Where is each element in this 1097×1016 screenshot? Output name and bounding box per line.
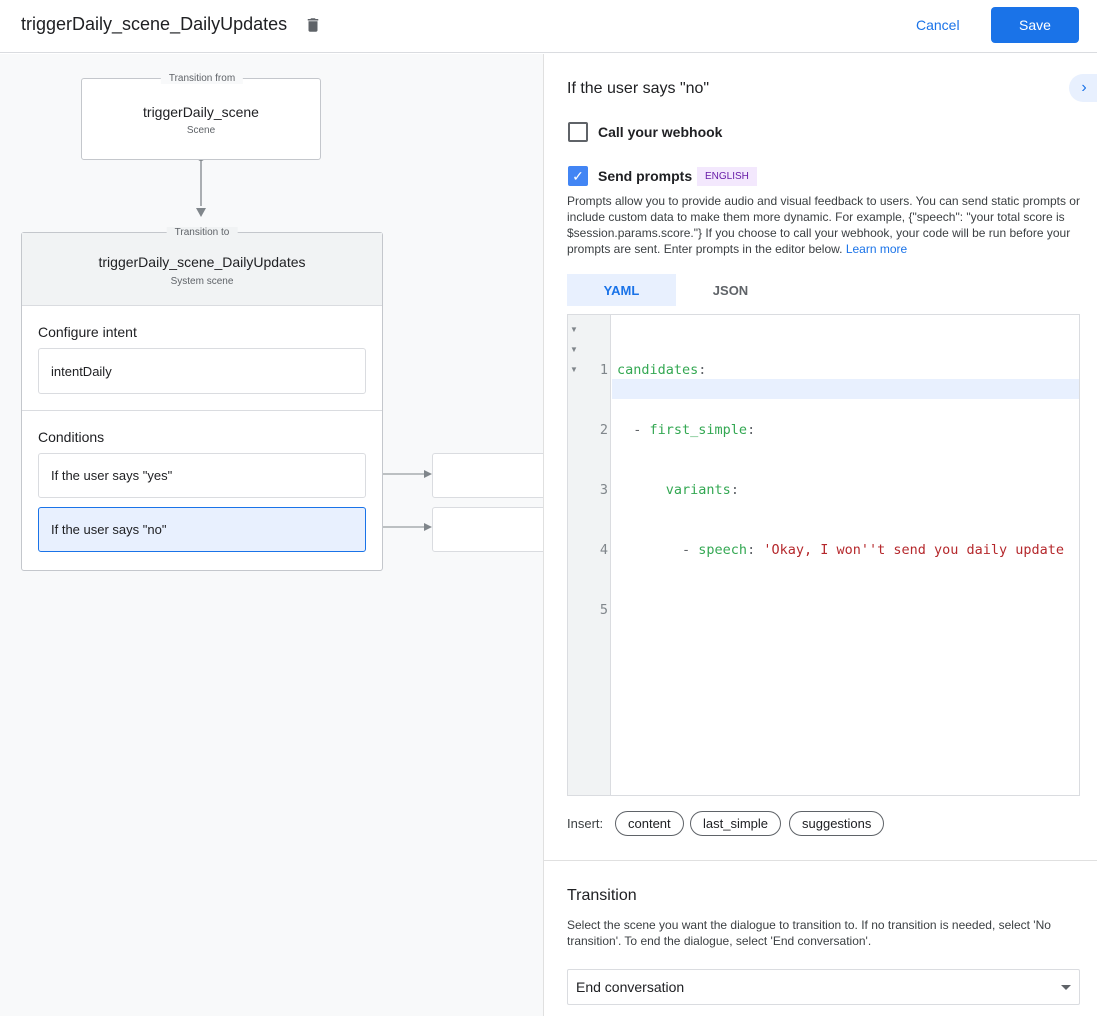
- line-number: 3: [599, 482, 608, 498]
- transition-from-legend: Transition from: [160, 73, 244, 84]
- condition-yes[interactable]: If the user says "yes": [38, 453, 366, 498]
- page-title: triggerDaily_scene_DailyUpdates: [21, 14, 288, 34]
- line-number: 2: [599, 422, 608, 438]
- to-scene-name: triggerDaily_scene_DailyUpdates: [98, 254, 306, 270]
- send-prompts-checkbox[interactable]: ✓: [568, 166, 588, 186]
- transition-to-card: Transition to triggerDaily_scene_DailyUp…: [21, 227, 383, 571]
- send-prompts-label: Send prompts: [598, 168, 693, 184]
- condition-panel: › If the user says "no" Call your webhoo…: [543, 54, 1097, 1016]
- tab-yaml[interactable]: YAML: [567, 274, 676, 306]
- transition-description: Select the scene you want the dialogue t…: [567, 918, 1051, 948]
- save-button[interactable]: Save: [991, 7, 1079, 43]
- prompts-description: Prompts allow you to provide audio and v…: [567, 194, 1080, 256]
- code-editor[interactable]: ▼ ▼ ▼ 1 2 3 4 5 candidates: - first_simp…: [567, 314, 1080, 796]
- transition-to-legend: Transition to: [166, 227, 238, 238]
- condition-no[interactable]: If the user says "no": [38, 507, 366, 552]
- fold-arrow-icon[interactable]: ▼: [570, 345, 578, 354]
- line-number: 1: [599, 362, 608, 378]
- line-number: 5: [599, 602, 608, 618]
- header: triggerDaily_scene_DailyUpdates Cancel S…: [0, 0, 1097, 53]
- panel-title: If the user says "no": [567, 80, 710, 97]
- dropdown-arrow-icon: [1061, 985, 1071, 990]
- code-line: [617, 600, 1064, 620]
- insert-last-simple-chip[interactable]: last_simple: [690, 811, 782, 836]
- cancel-button[interactable]: Cancel: [916, 17, 960, 33]
- transition-select-value: End conversation: [576, 979, 685, 995]
- intent-field[interactable]: intentDaily: [38, 348, 366, 394]
- to-scene-type: System scene: [170, 276, 234, 287]
- fold-arrow-icon[interactable]: ▼: [570, 325, 578, 334]
- from-scene-name: triggerDaily_scene: [143, 104, 259, 120]
- language-badge: ENGLISH: [697, 167, 757, 186]
- insert-content-chip[interactable]: content: [615, 811, 684, 836]
- trash-icon[interactable]: [304, 15, 322, 35]
- tab-json[interactable]: JSON: [712, 282, 749, 298]
- from-scene-type: Scene: [186, 125, 216, 136]
- flow-canvas: Transition from triggerDaily_scene Scene…: [0, 54, 543, 1016]
- transition-from-card[interactable]: Transition from triggerDaily_scene Scene: [81, 73, 321, 160]
- fold-arrow-icon[interactable]: ▼: [570, 365, 578, 374]
- webhook-checkbox[interactable]: [568, 122, 588, 142]
- code-line: - speech: 'Okay, I won''t send you daily…: [617, 542, 1065, 558]
- transition-title: Transition: [567, 887, 637, 904]
- conditions-label: Conditions: [38, 429, 105, 445]
- code-line: candidates:: [617, 362, 707, 378]
- configure-intent-label: Configure intent: [38, 324, 137, 340]
- code-line: - first_simple:: [617, 422, 756, 438]
- transition-select[interactable]: End conversation: [567, 969, 1080, 1005]
- chevron-right-icon[interactable]: ›: [1069, 74, 1097, 102]
- code-line: variants:: [665, 482, 739, 498]
- editor-gutter: [568, 315, 611, 795]
- webhook-label: Call your webhook: [598, 124, 723, 140]
- learn-more-link[interactable]: Learn more: [845, 242, 908, 256]
- condition-no-target[interactable]: [432, 507, 543, 552]
- insert-label: Insert:: [567, 816, 604, 831]
- line-number: 4: [599, 542, 608, 558]
- condition-yes-target[interactable]: [432, 453, 543, 498]
- insert-suggestions-chip[interactable]: suggestions: [789, 811, 885, 836]
